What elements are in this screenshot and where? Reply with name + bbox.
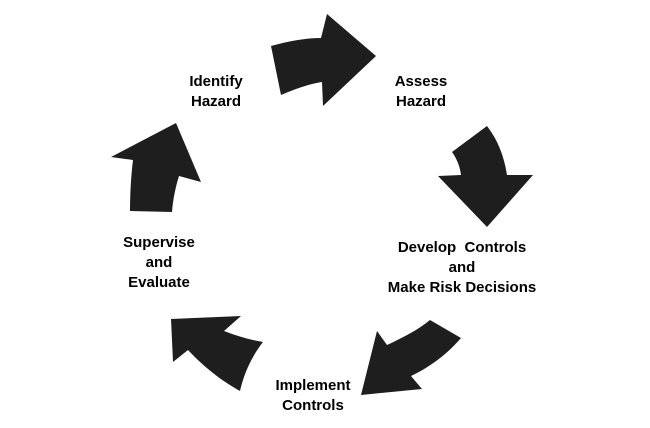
curved-arrow-icon bbox=[271, 14, 376, 106]
step-implement-controls: Implement Controls bbox=[258, 376, 368, 416]
step-label-line: Hazard bbox=[190, 93, 242, 110]
step-label-line: Assess bbox=[394, 73, 448, 90]
step-label-line: Develop Controls bbox=[397, 239, 527, 256]
curved-arrow-icon bbox=[171, 316, 263, 391]
step-label-line: Supervise bbox=[123, 234, 195, 251]
step-label-line: Hazard bbox=[395, 93, 447, 110]
step-supervise-evaluate: Supervise and Evaluate bbox=[104, 233, 214, 293]
step-identify-hazard: Identify Hazard bbox=[166, 72, 266, 112]
step-assess-hazard: Assess Hazard bbox=[371, 72, 471, 112]
step-develop-controls: Develop Controls and Make Risk Decisions bbox=[372, 238, 552, 298]
step-label-line: Make Risk Decisions bbox=[387, 279, 537, 296]
step-label-line: Evaluate bbox=[128, 274, 190, 291]
step-label-line: and bbox=[448, 259, 476, 276]
step-label-line: Controls bbox=[282, 397, 344, 414]
curved-arrow-icon bbox=[361, 320, 461, 395]
curved-arrow-icon bbox=[111, 123, 201, 212]
curved-arrow-icon bbox=[438, 126, 533, 227]
step-label-line: Identify bbox=[189, 73, 243, 90]
step-label-line: Implement bbox=[275, 377, 351, 394]
step-label-line: and bbox=[145, 254, 173, 271]
